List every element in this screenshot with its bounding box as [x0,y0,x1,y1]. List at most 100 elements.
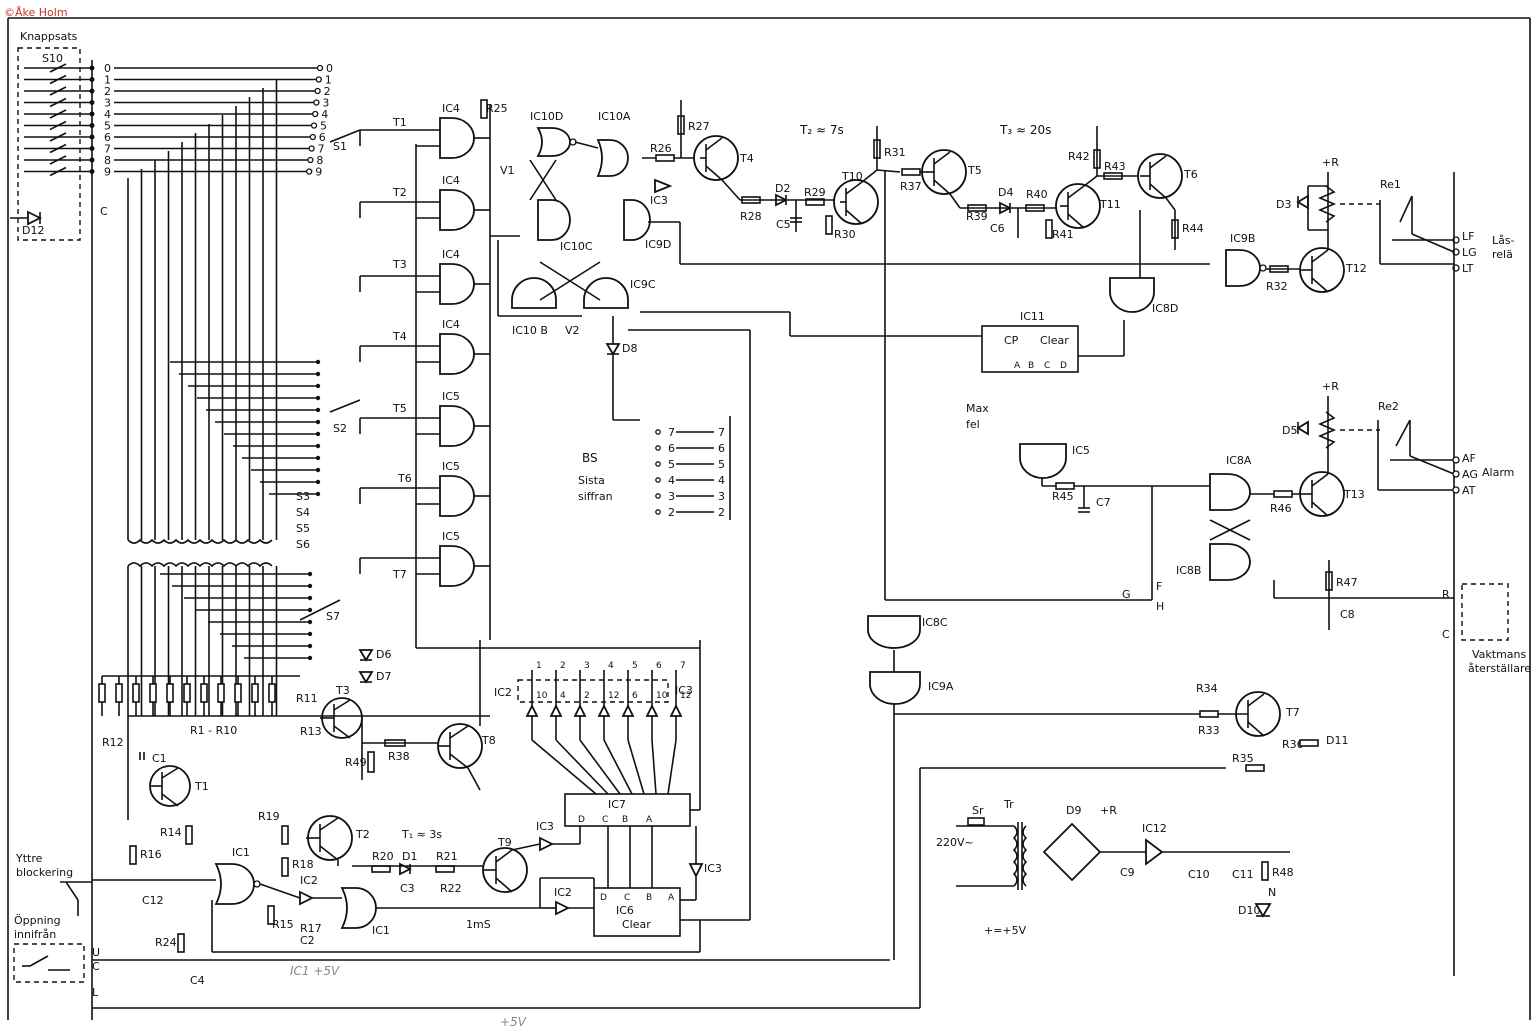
ic6-clear: Clear [622,918,651,931]
key-output-terminal [306,168,313,175]
decoder-inverter [597,703,611,717]
r20-label: R20 [372,850,394,863]
s3-label: S3 [296,490,310,503]
re2-label: Re2 [1378,400,1399,413]
bus-node [315,491,321,497]
ladder-resistor [200,683,208,703]
nand-gate [439,475,475,517]
bus-node [307,571,313,577]
bus-node [315,383,321,389]
d2-label: D2 [775,182,790,195]
external-inputs: Yttre blockering Öppning innifrån U C L [13,767,1226,1009]
c5-label: C5 [776,218,791,231]
lf-terminal: LF [1462,230,1474,243]
bs-terminal [655,509,661,515]
key-output-terminal [307,156,314,164]
u-terminal: U [92,946,100,959]
s2-switch [329,399,361,413]
key-output-label: 5 [320,120,327,133]
decoder-inverter [669,703,683,717]
sr-label: Sr [972,804,984,817]
key-label: 3 [104,97,111,110]
ladder-resistor [217,683,225,703]
r48-label: R48 [1272,866,1294,879]
ic6-pin-b: B [646,893,652,903]
c10-label: C10 [1188,868,1210,881]
plus5-label: +=+5V [984,924,1027,937]
ic8c-label: IC8C [922,616,948,629]
tau1-label: T₁ ≈ 3s [401,828,442,841]
c4-label: C4 [190,974,205,987]
t1-label: T1 [392,116,407,129]
bus-node [307,619,313,625]
s1-label: S1 [333,140,347,153]
bus-node [307,595,313,601]
r35-label: R35 [1232,752,1254,765]
decoder-pin-top: 1 [536,661,542,671]
d6-label: D6 [376,648,391,661]
t11-transistor-label: T11 [1099,198,1121,211]
bs-row-label-right: 6 [718,442,725,455]
t5-transistor-label: T5 [967,164,982,177]
bs-row-label-right: 3 [718,490,725,503]
r15-label: R15 [272,918,294,931]
bus-node [307,643,313,649]
bs-row-label: 2 [668,506,675,519]
key-label: 9 [104,166,111,179]
d7-label: D7 [376,670,391,683]
af-terminal: AF [1462,452,1476,465]
ic9d-label: IC9D [645,238,671,251]
nand-gate [439,263,475,305]
r18-label: R18 [292,858,314,871]
ag-terminal: AG [1462,468,1478,481]
bs-row-label-right: 5 [718,458,725,471]
c-terminal: C [92,960,100,973]
bs-terminal [655,429,661,435]
siffran-label: siffran [578,490,613,503]
decoder-pin-mid: 10 [656,691,668,701]
r17-label: R17 [300,922,322,935]
key-switch [49,74,67,85]
tau3-label: T₃ ≈ 20s [999,123,1051,137]
bs-terminal [655,493,661,499]
maxfel2-label: fel [966,418,980,431]
bus-node [315,443,321,449]
ic11-clear: Clear [1040,334,1069,347]
c-terminal-right: C [1442,628,1450,641]
g-label: G [1122,588,1131,601]
key-switch [49,143,67,154]
bus-node [315,479,321,485]
rele-label: relä [1492,248,1513,261]
ic6-pin-d: D [600,893,607,903]
r12-label: R12 [102,736,124,749]
ic3-right-label: IC3 [704,862,722,875]
r-terminal: R [1442,588,1450,601]
key-switch [49,120,67,131]
alarm-section: IC5 R45 C7 IC8A IC8B R46 T13 +R D5 Re2 [867,380,1531,960]
r40-label: R40 [1026,188,1048,201]
bs-row-label-right: 2 [718,506,725,519]
s4-label: S4 [296,506,310,519]
lg-terminal: LG [1462,246,1477,259]
bs-row-label: 6 [668,442,675,455]
r1-r10-label: R1 - R10 [190,724,237,737]
re1-label: Re1 [1380,178,1401,191]
d3-label: D3 [1276,198,1291,211]
ic7-pin-b: B [622,815,628,825]
d5-label: D5 [1282,424,1297,437]
relay-section: IC11 CP Clear A B C D Max fel IC8D IC9B … [640,156,1515,976]
keypad-title: Knappsats [20,30,78,43]
bus-node [315,407,321,413]
r32-label: R32 [1266,280,1288,293]
bus-node [315,455,321,461]
bus-node [315,395,321,401]
t6-label: T6 [397,472,412,485]
key-switch [49,97,67,108]
d1-label: D1 [402,850,417,863]
r37-label: R37 [900,180,922,193]
key-output-terminal [310,122,318,129]
c7-label: C7 [1096,496,1111,509]
ic11-pin-d: D [1060,361,1067,371]
v1-label: V1 [500,164,515,177]
t1-transistor-label: T1 [194,780,209,793]
